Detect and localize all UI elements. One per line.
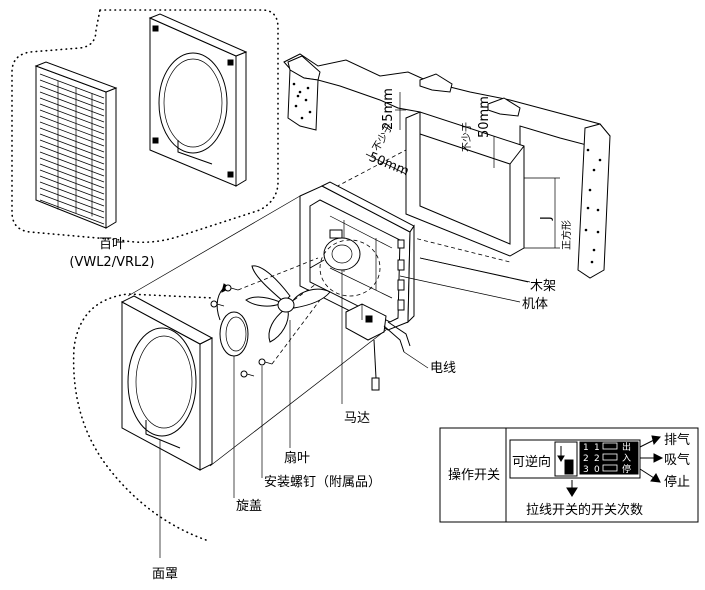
speckle [300,116,304,120]
screw-1 [224,284,239,292]
louver-slat [39,97,105,123]
speckle [306,86,310,90]
plug-icon [602,453,618,461]
louver-model-label: (VWL2/VRL2) [69,255,154,270]
screw-2 [210,300,225,308]
motor-label: 马达 [344,411,370,426]
mode-rows [579,441,639,475]
speckle [292,82,296,86]
mode-row-mode: 出 [622,441,631,453]
speckle [588,188,592,192]
louver-label: 百叶 [99,237,125,252]
mode-row-mode: 停 [622,463,631,475]
speckle [596,208,600,212]
louver-slat [39,79,105,105]
switch-footnote: 拉线开关的开关次数 [526,502,643,518]
louver-grille [34,61,118,229]
louver-slat [39,181,105,207]
screw-4 [240,370,255,378]
louver-slat [39,103,105,129]
spin-cap-label: 旋盖 [236,499,262,514]
louver-slat [39,175,105,201]
speckle [298,90,302,94]
louver-slat [39,73,105,99]
wall-structure [283,53,611,283]
louver-slat [39,199,105,225]
screws-label: 安装螺钉（附属品） [264,475,381,490]
mode-row-digit: 1 [594,443,600,453]
fan-blade [245,265,331,448]
louver-frame [148,13,248,187]
screw-3 [258,358,273,366]
wood-frame-label: 木架 [530,279,556,294]
action-label: 吸气 [664,452,690,468]
louver-slat [39,133,105,159]
side-gap-dim: 50mm [367,150,411,180]
louver-slat [39,187,105,213]
plug-icon [602,464,618,472]
blade-label: 扇叶 [284,450,310,466]
speckle [590,260,594,264]
louver-slat [39,127,105,153]
mode-row-mode: 入 [622,453,631,464]
speckle [584,228,588,232]
speckle [592,168,596,172]
square-letter: J [539,216,554,221]
louver-slat [39,157,105,183]
mode-row-num: 2 [583,454,589,464]
speckle [308,110,312,114]
louver-inset [11,9,279,244]
face-dotted-border [72,293,215,541]
top-gap-note: 不少于 [370,122,395,154]
mode-row-digit: 2 [594,454,600,464]
louver-slat [39,121,105,147]
speckle [586,206,590,210]
front-gap-dim: 50mm [477,96,492,138]
speckle [598,158,602,162]
reversible-label: 可逆向 [512,454,551,470]
spin-cap [216,283,249,498]
face-cover [72,195,387,558]
louver-slat [39,169,105,195]
louver-slat [39,139,105,165]
louver-slat [39,145,105,171]
inset-dotted-border [11,9,279,244]
action-label: 停止 [664,474,690,490]
speckles [292,82,602,264]
speckle [592,248,596,252]
louver-slat [39,151,105,177]
mode-row-num: 3 [583,465,589,475]
louver-slat [39,109,105,135]
square-label: 正方形 [560,220,573,250]
speckle [304,98,308,102]
louver-slat [39,193,105,219]
louver-slat [39,163,105,189]
louver-slat [39,91,105,117]
louver-slat [39,115,105,141]
action-label: 排气 [664,432,690,448]
speckle [586,148,590,152]
wire-label: 电线 [430,361,456,376]
down-arrow-icon [566,487,578,497]
front-gap-note: 不少于 [461,122,473,152]
body-label: 机体 [522,297,548,312]
speckle [294,104,298,108]
speckle [596,230,600,234]
face-cover-label: 面罩 [152,567,178,582]
plug-icon [602,442,618,450]
action-arrows [639,435,664,483]
switch-panel-title: 操作开关 [448,467,500,483]
speckle [296,94,300,98]
mode-row-digit: 0 [594,465,600,475]
top-gap-dim: 25mm [381,88,396,130]
screws [210,257,321,478]
mode-row-num: 1 [583,443,589,453]
louver-slat [39,85,105,111]
